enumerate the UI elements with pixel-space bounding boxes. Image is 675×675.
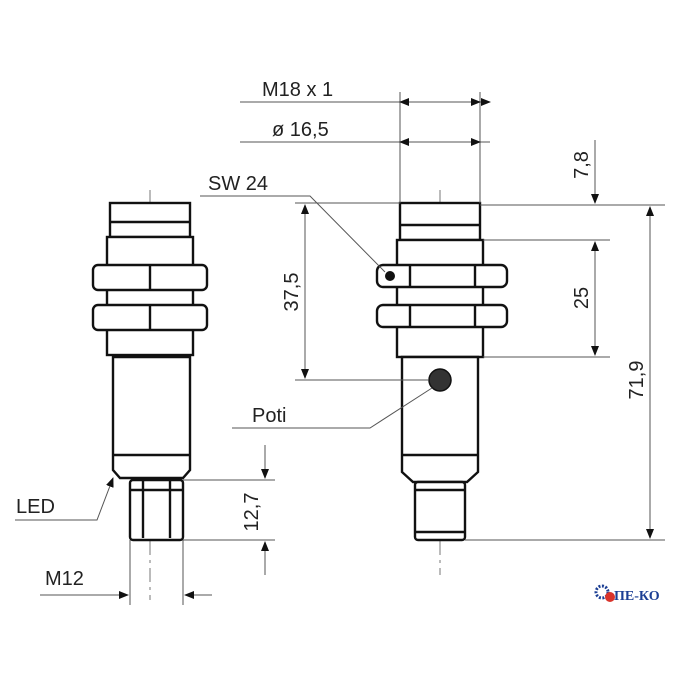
led-label: LED	[16, 496, 55, 518]
logo-text: ПЕ-КО	[614, 589, 660, 604]
dimension-lines	[15, 92, 665, 605]
thread-label: M18 x 1	[262, 79, 333, 101]
dim-37-5: 37,5	[281, 273, 303, 312]
sensor-side-view-left	[91, 190, 209, 600]
sensor-front-view-right	[375, 190, 509, 575]
poti-label: Poti	[252, 405, 286, 427]
dim-71-9: 71,9	[626, 361, 648, 400]
dim-25: 25	[571, 287, 593, 309]
potentiometer-icon	[428, 368, 452, 392]
dim-12-7: 12,7	[241, 493, 263, 532]
connector-thread-label: M12	[45, 568, 84, 590]
company-logo: ПЕ-КО	[594, 584, 660, 604]
diameter-label: ø 16,5	[272, 119, 329, 141]
dim-7-8: 7,8	[571, 151, 593, 179]
led-dot-icon	[385, 271, 395, 281]
wrench-size-label: SW 24	[208, 173, 268, 195]
